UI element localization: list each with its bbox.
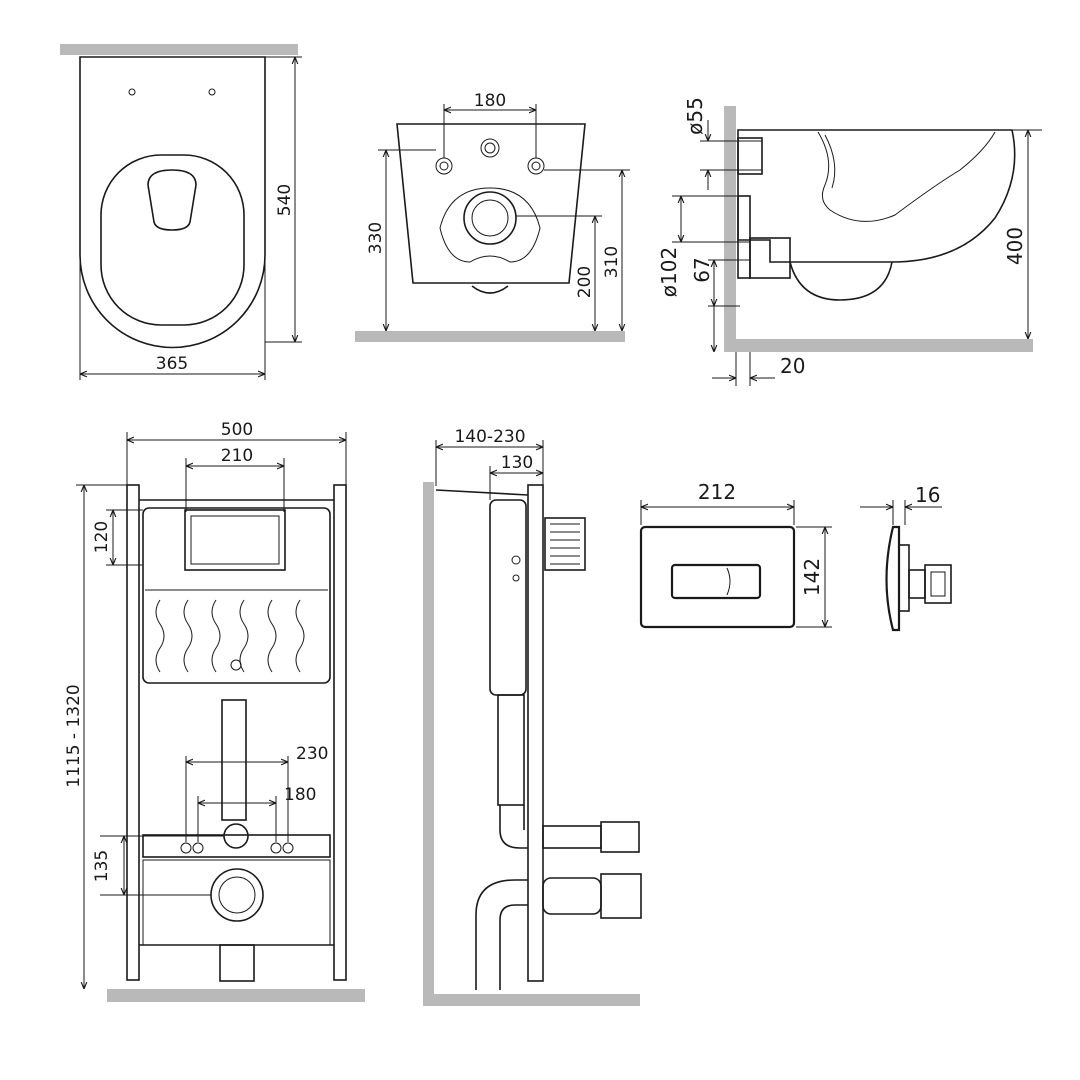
bowl-rear-view: 180 330 310 200 — [355, 91, 630, 342]
mount-hole — [128, 88, 136, 96]
dim-label-310: 310 — [602, 246, 622, 278]
bowl-base — [789, 261, 893, 301]
flush-plate — [639, 525, 796, 629]
bowl-outline — [79, 56, 266, 349]
dim-label-stud-180: 180 — [284, 785, 316, 805]
flush-plate-side-view: 16 — [860, 483, 952, 632]
service-opening — [184, 509, 286, 571]
cistern-side — [489, 499, 527, 696]
dim-label-plate-width: 212 — [698, 480, 736, 504]
stud-hole — [282, 842, 294, 854]
bowl-side-outline — [737, 129, 1016, 263]
outlet-rim — [471, 285, 509, 294]
flush-pipe-side — [497, 694, 525, 806]
flush-plate-profile — [885, 525, 901, 632]
drain-fitting — [542, 877, 602, 915]
floor-hatch — [736, 339, 1033, 352]
dim-label-200: 200 — [575, 266, 595, 298]
actuator — [924, 564, 952, 604]
dim-label-outlet: ø102 — [657, 247, 681, 297]
floor-hatch — [355, 331, 625, 342]
dim-label-bolt-spacing: 180 — [474, 91, 506, 111]
bolt-hole — [527, 157, 545, 175]
dim-label-rim-height: 400 — [1003, 227, 1027, 265]
frame-post — [527, 484, 544, 982]
wall-hatch — [724, 106, 736, 352]
stud-hole — [180, 842, 192, 854]
floor-hatch — [107, 989, 365, 1002]
dim-label-depth-range: 140-230 — [454, 427, 525, 447]
dim-label-tank-offset: 120 — [92, 521, 112, 553]
dim-label-frame-height: 1115 - 1320 — [64, 684, 84, 787]
wall-hatch — [60, 44, 298, 55]
bolt-hole — [435, 157, 453, 175]
cistern — [142, 507, 331, 684]
flush-plate-side — [544, 517, 586, 571]
frame-leg — [333, 484, 347, 981]
dim-label-outlet-135: 135 — [92, 850, 112, 882]
flush-button — [670, 563, 762, 600]
seat-outline — [100, 154, 245, 326]
flush-plate-front-view: 212 142 — [639, 480, 832, 629]
dim-label-stud-230: 230 — [296, 744, 328, 764]
cross-bar — [142, 834, 331, 858]
frame-front-view: 500 210 120 1115 - 1320 230 180 135 — [64, 420, 365, 1002]
stud-hole — [270, 842, 282, 854]
outlet-pipe — [737, 195, 751, 279]
dim-label-inlet: ø55 — [683, 97, 707, 135]
wall-hatch — [423, 482, 434, 994]
frame-side-view: 140-230 130 — [423, 427, 642, 1006]
bowl-top-view: 365 540 — [60, 44, 302, 380]
dim-label-330: 330 — [366, 222, 386, 254]
dim-label-outlet-height: 67 — [690, 257, 714, 282]
dim-label-plate-thickness: 16 — [915, 483, 940, 507]
flush-pipe — [221, 699, 247, 821]
dim-label-plate-height: 142 — [800, 558, 824, 596]
bowl-rear-outline — [396, 123, 586, 284]
dim-label-length: 540 — [275, 184, 295, 216]
outlet-circle — [463, 191, 517, 245]
dim-label-depth: 130 — [501, 453, 533, 473]
dim-label-tank-width: 210 — [221, 446, 253, 466]
dim-label-wall-gap: 20 — [780, 354, 805, 378]
dim-label-frame-width: 500 — [221, 420, 253, 440]
frame-leg — [126, 484, 140, 981]
dim-label-width: 365 — [156, 354, 188, 374]
bowl-opening — [147, 169, 197, 231]
inlet-fitting — [542, 825, 602, 849]
mount-hole — [208, 88, 216, 96]
bowl-side-view: ø55 ø102 67 400 20 — [657, 97, 1042, 386]
floor-hatch — [423, 994, 640, 1006]
stud-hole — [192, 842, 204, 854]
inlet-pipe — [737, 137, 763, 175]
